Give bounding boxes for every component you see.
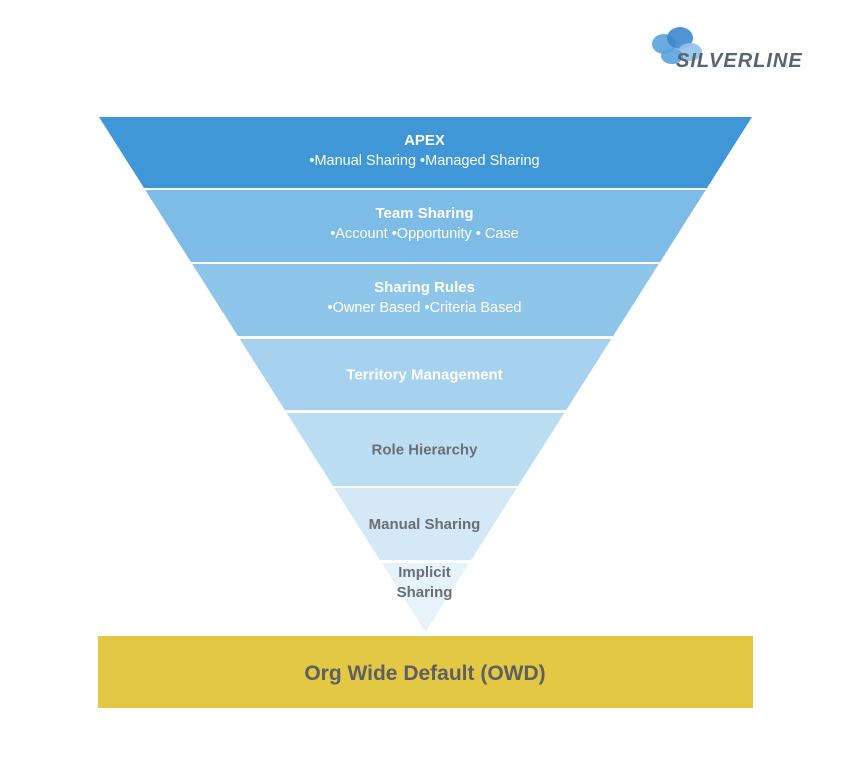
funnel-layer: Territory Management	[239, 339, 612, 410]
funnel-layer-subtitle: •Owner Based •Criteria Based	[328, 300, 522, 316]
funnel-layer: Role Hierarchy	[286, 413, 565, 486]
funnel-layer-shape	[286, 413, 565, 486]
funnel-layer: Sharing Rules •Owner Based •Criteria Base…	[192, 264, 659, 336]
funnel-layer-subtitle: Sharing	[397, 584, 453, 601]
funnel-layer: Manual Sharing	[334, 488, 517, 560]
funnel-layer-shape	[192, 264, 659, 336]
logo-text: SILVERLINE	[676, 50, 803, 72]
cloud-icon	[652, 27, 702, 64]
funnel-layer-subtitle: •Account •Opportunity • Case	[330, 226, 519, 242]
funnel-layer-title: Implicit	[398, 564, 451, 581]
funnel-layer-title: Team Sharing	[375, 205, 473, 222]
funnel-layer-shape	[381, 563, 470, 632]
funnel-layers: APEX •Manual Sharing •Managed SharingTeam…	[99, 117, 752, 632]
funnel-layer-subtitle: •Manual Sharing •Managed Sharing	[309, 153, 539, 169]
owd-base: Org Wide Default (OWD)	[98, 636, 753, 708]
funnel-layer-shape	[239, 339, 612, 410]
funnel-layer: Team Sharing •Account •Opportunity • Case	[145, 190, 706, 262]
funnel-layer-title: Role Hierarchy	[372, 442, 479, 459]
funnel-layer: APEX •Manual Sharing •Managed Sharing	[99, 117, 752, 188]
funnel-layer-title: Territory Management	[346, 367, 502, 384]
funnel-layer-title: Sharing Rules	[374, 279, 475, 296]
funnel-layer-title: APEX	[404, 132, 445, 149]
owd-label: Org Wide Default (OWD)	[304, 662, 545, 685]
silverline-logo: SILVERLINE	[652, 27, 803, 72]
funnel-layer-title: Manual Sharing	[369, 516, 481, 533]
funnel-layer-shape	[334, 488, 517, 560]
funnel-layer-shape	[145, 190, 706, 262]
owd-bar	[98, 636, 753, 708]
funnel-layer-shape	[99, 117, 752, 188]
